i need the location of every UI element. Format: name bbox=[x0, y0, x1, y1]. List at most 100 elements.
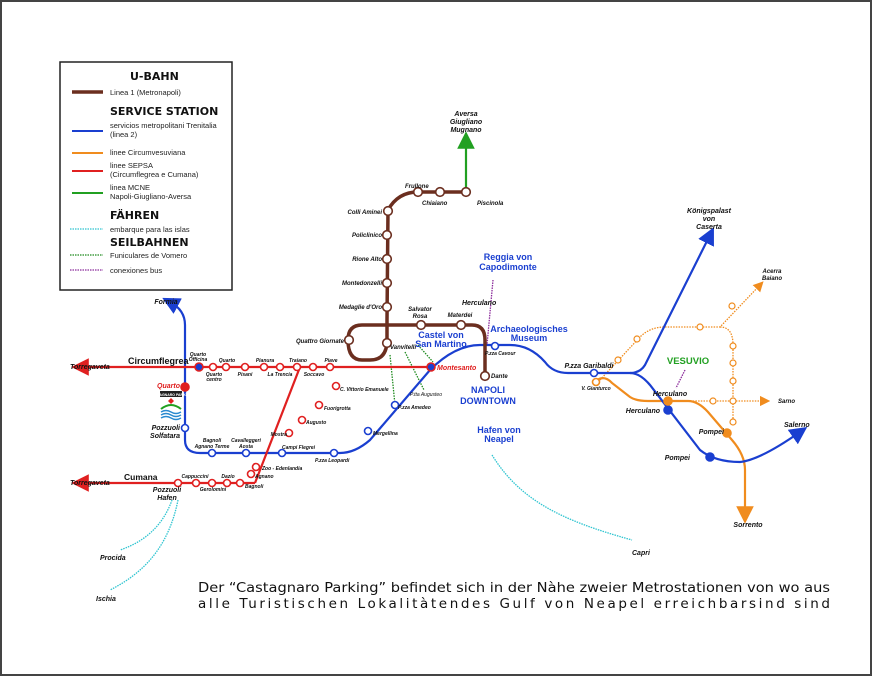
funicular-lines bbox=[389, 344, 434, 406]
label-aversa-3: Mugnano bbox=[450, 127, 482, 134]
station-marker-bagnoli-agnano bbox=[207, 448, 217, 458]
label-bagnoli: Bagnoli bbox=[245, 484, 264, 490]
label-acerra-1: Acerra bbox=[761, 269, 782, 275]
legend-bus-label: conexiones bus bbox=[110, 266, 162, 275]
label-pozzuoli-hafen-1: Pozzuoli bbox=[153, 487, 182, 494]
legend-seilbahnen-title: SEILBAHNEN bbox=[110, 236, 189, 249]
parking-logo-banner bbox=[160, 391, 182, 397]
station-marker-c-vittorio bbox=[331, 381, 341, 391]
station-marker-montedonzelli bbox=[381, 277, 393, 289]
label-quarto2: Quarto bbox=[219, 358, 235, 364]
label-mergellina: Mergellina bbox=[373, 431, 398, 437]
station-marker-cv-v4 bbox=[729, 397, 737, 405]
label-piscinola: Piscinola bbox=[477, 201, 504, 207]
legend-mcne-label-1: linea MCNE bbox=[110, 183, 150, 192]
legend-mcne-label-2: Napoli-Giugliano-Aversa bbox=[110, 192, 192, 201]
label-gerolomini: Gerolomini bbox=[200, 487, 227, 493]
station-marker-quarto-officina bbox=[194, 362, 204, 372]
label-cavalleggeri-2: Aosta bbox=[238, 444, 253, 450]
legend-ubahn-title: U-BAHN bbox=[130, 70, 179, 83]
station-marker-vanvitelli bbox=[381, 337, 393, 349]
label-montedonzelli: Montedonzelli bbox=[342, 281, 382, 287]
parking-logo-maple-icon bbox=[168, 398, 174, 404]
legend-circumvesuviana-label: linee Circumvesuviana bbox=[110, 148, 186, 157]
station-marker-pzza-amedeo bbox=[390, 400, 400, 410]
label-cavalleggeri-1: Cavalleggeri bbox=[231, 438, 261, 444]
legend-linea1-label: Linea 1 (Metronapoli) bbox=[110, 88, 181, 97]
station-marker-soccavo bbox=[308, 362, 318, 372]
circumvesuviana-line bbox=[596, 376, 754, 524]
legend-sepsa-label-1: linee SEPSA bbox=[110, 161, 153, 170]
funicular-augusteo bbox=[404, 351, 425, 391]
label-frullone: Frullone bbox=[405, 184, 429, 190]
label-pozzuoli-solf-2: Solfatara bbox=[150, 433, 180, 440]
legend-sepsa-label-2: (Circumflegrea e Cumana) bbox=[110, 170, 199, 179]
label-pzza-amedeo: P.zza Amedeo bbox=[398, 405, 431, 411]
legend: U-BAHN Linea 1 (Metronapoli) SERVICE STA… bbox=[59, 61, 233, 291]
label-quarto-centro-1: Quarto bbox=[206, 372, 222, 378]
funicular-montesanto bbox=[417, 344, 434, 363]
landmark-museum-1: Archaeologisches bbox=[490, 324, 568, 334]
station-marker-traiano bbox=[292, 362, 302, 372]
station-marker-pzza-cavour bbox=[490, 341, 500, 351]
label-cumana: Cumana bbox=[124, 472, 158, 482]
station-marker-colli-aminei bbox=[382, 205, 394, 217]
station-marker-pzza-leopardi bbox=[329, 448, 339, 458]
station-marker-quattro-giornate bbox=[343, 334, 355, 346]
label-cappuccini: Cappuccini bbox=[182, 474, 210, 480]
station-marker-cv-b3 bbox=[696, 323, 704, 331]
label-montesanto: Montesanto bbox=[437, 365, 477, 372]
station-marker-pisani bbox=[240, 362, 250, 372]
linea1-north-route bbox=[385, 190, 466, 321]
label-aversa-2: Giugliano bbox=[450, 119, 483, 126]
landmark-napoli-1: NAPOLI bbox=[471, 385, 505, 395]
label-caserta-1: Königspalast bbox=[687, 208, 732, 215]
label-caserta-2: von bbox=[703, 216, 715, 223]
label-torregaveta-2: Torregaveta bbox=[70, 480, 110, 487]
label-salvator-2: Rosa bbox=[413, 314, 428, 320]
label-circumflegrea: Circumflegrea bbox=[128, 356, 190, 366]
station-marker-fuorigrotta bbox=[314, 400, 324, 410]
station-marker-zoo bbox=[251, 462, 261, 472]
landmark-castel-1: Castel von bbox=[418, 330, 464, 340]
label-quarto-centro-2: centro bbox=[206, 377, 221, 383]
branch-acerra-baiano bbox=[599, 281, 764, 381]
landmark-napoli-2: DOWNTOWN bbox=[460, 396, 516, 406]
landmark-reggia-1: Reggia von bbox=[484, 252, 533, 262]
label-la-trencia: La Trencia bbox=[268, 372, 293, 378]
ferry-lines bbox=[109, 454, 633, 591]
station-marker-cv-s1 bbox=[709, 397, 717, 405]
label-agnano: Agnano bbox=[254, 474, 274, 480]
label-pzza-leopardi: P.zza Leopardi bbox=[315, 458, 350, 464]
label-salvator-1: Salvator bbox=[408, 307, 432, 313]
station-marker-chiaiano bbox=[434, 186, 446, 198]
station-marker-cappuccini bbox=[191, 478, 201, 488]
label-mostra: Mostra bbox=[271, 432, 288, 438]
label-augusto: Augusto bbox=[305, 420, 326, 426]
ferry-route-ischia bbox=[109, 499, 179, 591]
label-v-gianturco: V. Gianturco bbox=[581, 386, 610, 392]
station-marker-dante bbox=[479, 370, 491, 382]
trenitalia-salerno-route bbox=[629, 371, 808, 464]
station-marker-rione-alto bbox=[381, 253, 393, 265]
label-zoo: Zoo - Edenlandia bbox=[261, 466, 302, 472]
station-marker-augusto bbox=[297, 415, 307, 425]
funicular-pzza-amedeo bbox=[389, 354, 396, 406]
station-marker-pozzuoli-hafen bbox=[173, 478, 183, 488]
station-marker-v-gianturco bbox=[591, 377, 601, 387]
circumvesuviana-sorrento-route bbox=[596, 376, 754, 524]
label-fuorigrotta: Fuorigrotta bbox=[324, 406, 351, 412]
legend-faehren-title: FÄHREN bbox=[110, 208, 159, 222]
parking-logo-text: CASTAGNARO PARKING bbox=[150, 393, 192, 397]
label-pzza-cavour: P.zza Cavour bbox=[485, 351, 517, 357]
labels: Aversa Giugliano Mugnano Frullone Chiaia… bbox=[70, 111, 810, 603]
station-marker-mergellina bbox=[363, 426, 373, 436]
caption-line-1: Der “Castagnaro Parking” befindet sich i… bbox=[198, 580, 830, 596]
label-dazio: Dazio bbox=[221, 474, 234, 480]
station-marker-herculano-fs bbox=[663, 405, 673, 415]
station-marker-campi-flegrei bbox=[277, 448, 287, 458]
label-capri: Capri bbox=[632, 550, 651, 557]
label-quarto-officina-1: Quarto bbox=[190, 352, 206, 358]
station-marker-cv-b2 bbox=[633, 335, 641, 343]
station-marker-montesanto bbox=[426, 362, 436, 372]
